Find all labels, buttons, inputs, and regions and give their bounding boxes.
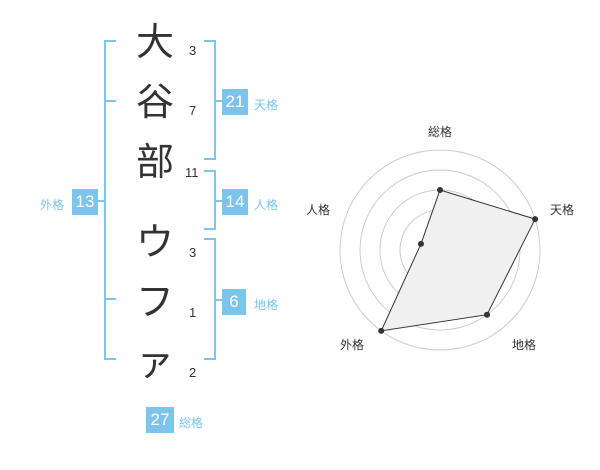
jinkaku-bracket-connector <box>214 200 222 202</box>
soukaku-value-badge: 27 <box>146 407 174 433</box>
chikaku-bracket-connector <box>214 299 222 301</box>
gaikaku-bracket-tick-2 <box>104 298 116 300</box>
radar-data-polygon <box>380 189 536 332</box>
radar-point-5 <box>417 240 424 247</box>
name-char-5: フ <box>135 280 174 324</box>
stroke-count-6: 2 <box>189 365 197 380</box>
stroke-count-4: 3 <box>189 245 197 260</box>
chikaku-label: 地格 <box>254 298 279 312</box>
name-char-2: 谷 <box>135 80 174 124</box>
tenkaku-bracket-top <box>204 40 216 42</box>
gaikaku-bracket-tick-1 <box>104 100 116 102</box>
chikaku-value-badge: 6 <box>222 289 246 315</box>
name-char-3: 部 <box>135 140 174 184</box>
chikaku-bracket-top <box>204 238 216 240</box>
radar-ring-5 <box>339 149 541 351</box>
name-char-4: ウ <box>135 220 174 264</box>
gaikaku-bracket-top <box>104 40 116 42</box>
jinkaku-value-badge: 14 <box>222 189 248 215</box>
tenkaku-bracket-connector <box>214 100 222 102</box>
radar-point-3 <box>484 311 491 318</box>
radar-point-1 <box>437 187 443 193</box>
stroke-count-2: 7 <box>189 103 197 118</box>
jinkaku-bracket-top <box>204 170 216 172</box>
jinkaku-label: 人格 <box>254 198 279 212</box>
gaikaku-label: 外格 <box>40 198 65 212</box>
chikaku-bracket-bottom <box>204 358 216 360</box>
soukaku-label: 総格 <box>179 416 204 430</box>
radar-point-2 <box>532 216 539 223</box>
radar-point-4 <box>378 327 385 334</box>
radar-label-chikaku: 地格 <box>512 338 537 352</box>
stroke-count-5: 1 <box>189 305 197 320</box>
radar-label-gaikaku: 外格 <box>340 338 365 352</box>
radar-points <box>378 187 539 334</box>
tenkaku-label: 天格 <box>254 98 279 112</box>
stroke-count-3: 11 <box>185 165 199 180</box>
name-char-1: 大 <box>135 20 174 64</box>
gaikaku-bracket-connector <box>98 200 106 202</box>
tenkaku-bracket-bottom <box>204 158 216 160</box>
stroke-count-1: 3 <box>189 43 197 58</box>
tenkaku-value-badge: 21 <box>222 89 248 115</box>
radar-label-tenkaku: 天格 <box>550 203 575 217</box>
gaikaku-value-badge: 13 <box>72 189 98 215</box>
jinkaku-bracket-bottom <box>204 228 216 230</box>
gaikaku-bracket-bottom <box>104 358 116 360</box>
name-char-6: ァ <box>135 340 174 384</box>
radar-label-jinkaku: 人格 <box>306 203 331 217</box>
radar-label-soukaku: 総格 <box>428 125 453 139</box>
